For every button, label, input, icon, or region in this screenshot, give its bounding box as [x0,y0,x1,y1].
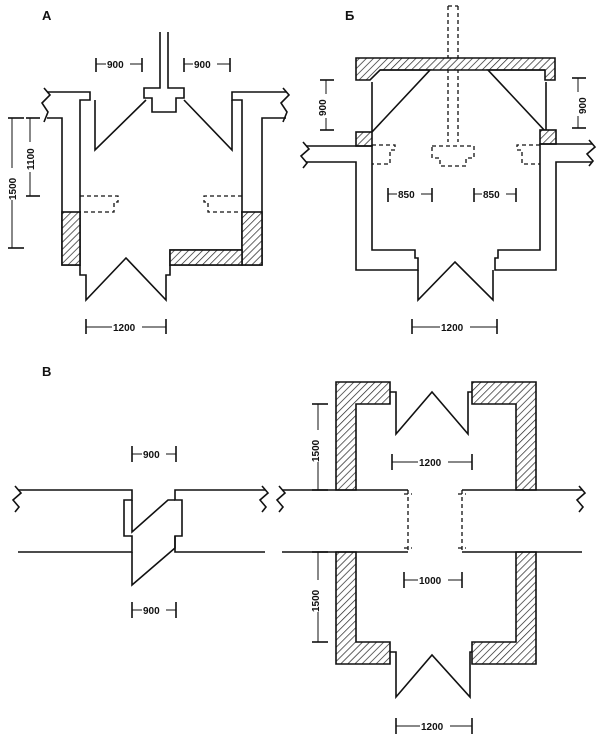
panel-b-right-post [539,129,557,145]
panel-a-entrance-door [79,256,171,302]
panel-v-right-opening [458,490,466,552]
panel-v-right-corridor [174,489,265,553]
dim-label: 900 [143,606,160,617]
panel-b-dim-850-left: 850 [387,188,433,202]
dim-label: 900 [107,60,124,71]
panel-b-dim-850-right: 850 [473,188,517,202]
panel-v-right-break [258,485,270,513]
panel-v-small-top-door [131,499,175,534]
panel-a-bottom-hatched-wall [169,249,243,266]
panel-b-dim-1200: 1200 [411,319,498,334]
panel-a-pipe [143,32,185,113]
panel-v-dim-1500-top: 1500 [309,403,328,491]
dim-label: 900 [578,97,589,114]
dim-label: 900 [143,450,160,461]
panel-a-dim-900-right: 900 [183,58,231,72]
panel-b-left-corridor [306,145,419,271]
panel-a-left-break [40,87,52,123]
dim-label: 1000 [419,576,442,587]
panel-a-left-wall [47,91,91,266]
panel-v-right-bottom-wall [471,551,537,665]
panel-b-pipe [447,5,459,142]
panel-b-right-bench [516,144,540,165]
panel-a-label: А [42,8,52,23]
dim-label: 1500 [8,177,19,200]
panel-b-dim-900-left: 900 [317,79,334,131]
panel-b-top-beam [355,57,556,81]
panel-a-dim-900-left: 900 [95,58,143,72]
panel-v: В 900 [11,364,587,734]
panel-a-left-bench [80,195,119,213]
panel-b-right-break [585,139,597,167]
panel-v-dim-1000: 1000 [403,572,463,588]
panel-b-left-diagonal [371,69,432,135]
dim-label: 1500 [311,439,322,462]
panel-a-left-inner-wall [94,99,147,152]
dim-label: 850 [398,190,415,201]
panel-a-dim-1100: 1100 [24,117,40,197]
dim-label: 900 [194,60,211,71]
panel-v-left-corridor [18,489,133,553]
dim-label: 900 [318,99,329,116]
dim-label: 1200 [441,323,464,334]
panel-a-right-bench [203,195,242,213]
panel-b-right-corridor [494,143,592,271]
panel-v-big-left-corridor [282,489,408,553]
panel-a: А 900 900 [6,8,291,334]
panel-a-right-inner-wall [183,99,233,152]
panel-b-left-bench [372,144,396,165]
panel-a-left-hatched-wall [61,211,81,266]
panel-a-right-wall [169,91,286,266]
panel-a-right-hatched-wall [241,211,263,266]
panel-v-left-opening [404,490,412,552]
panel-v-label: В [42,364,51,379]
dim-label: 1200 [421,722,444,733]
panel-v-right-top-wall [471,381,537,491]
panel-v-bottom-door [390,651,472,700]
panel-v-big-left-break [275,485,287,513]
dim-label: 1500 [311,589,322,612]
dim-label: 1100 [26,148,37,170]
panel-b-label: Б [345,8,354,23]
panel-b-dim-900-right: 900 [572,77,589,129]
panel-v-left-top-wall [335,381,391,491]
panel-v-left-break [11,485,23,513]
panel-b-entrance-door [417,260,494,302]
panel-b-left-break [299,141,311,169]
panel-v-big-right-break [575,485,587,513]
panel-v-dim-1200-top: 1200 [391,454,473,470]
dim-label: 1200 [419,458,442,469]
panel-v-dim-1200-bottom: 1200 [395,718,473,734]
dim-label: 1200 [113,323,136,334]
panel-a-dim-1200: 1200 [85,319,167,334]
dim-label: 850 [483,190,500,201]
panel-v-small-bottom-door [131,536,176,587]
panel-b: Б 900 [299,5,597,334]
panel-v-left-bottom-wall [335,551,391,665]
panel-b-right-diagonal [486,69,547,135]
panel-a-dim-1500: 1500 [6,117,24,249]
panel-v-big-right-corridor [462,489,582,553]
panel-a-right-break [279,87,291,123]
panel-v-dim-1500-bottom: 1500 [309,551,328,643]
panel-b-left-post [355,131,373,147]
panel-v-dim-900-top: 900 [131,446,177,462]
panel-v-dim-900-bottom: 900 [131,602,177,618]
panel-b-center-bench [431,145,475,167]
panel-v-top-door [390,390,472,437]
